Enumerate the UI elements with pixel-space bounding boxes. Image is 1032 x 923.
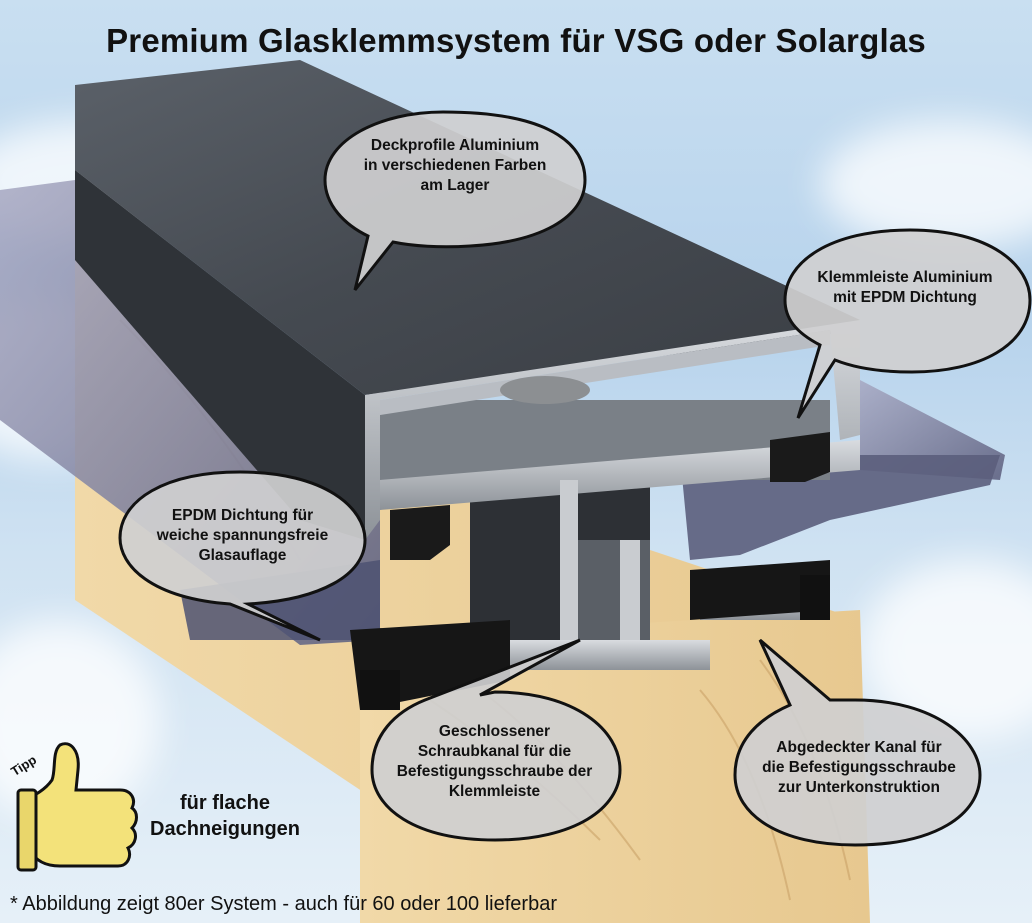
bubble-abgedeckt xyxy=(733,638,982,847)
right-glass-pane xyxy=(680,380,1005,560)
epdm-seals xyxy=(350,432,830,710)
cloud xyxy=(0,620,160,820)
callout-line: am Lager xyxy=(420,177,490,194)
tipp-text: für flache Dachneigungen xyxy=(150,790,300,842)
bubble-deckprofile xyxy=(323,110,587,291)
footnote: * Abbildung zeigt 80er System - auch für… xyxy=(10,893,557,915)
bubble-schraubkanal xyxy=(370,638,622,842)
bubble-klemmleiste xyxy=(783,228,1032,419)
tipp-line: für flache xyxy=(179,792,271,814)
cloud xyxy=(820,120,1032,250)
callout-line: Schraubkanal für die xyxy=(417,743,572,760)
callout-line: in verschiedenen Farben xyxy=(363,157,547,174)
callout-line: weiche spannungsfreie xyxy=(156,527,329,544)
callout-abgedeckt-text: Abgedeckter Kanal für die Befestigungssc… xyxy=(740,738,978,798)
callout-schraubkanal-text: Geschlossener Schraubkanal für die Befes… xyxy=(372,722,617,802)
callout-line: Geschlossener xyxy=(438,723,551,740)
callout-line: Befestigungsschraube der xyxy=(396,763,593,780)
thumbs-up-icon xyxy=(16,742,138,872)
callout-line: Klemmleiste Aluminium xyxy=(817,269,993,286)
callout-line: Glasauflage xyxy=(198,547,287,564)
callout-deckprofile-text: Deckprofile Aluminium in verschiedenen F… xyxy=(330,136,580,196)
callout-line: Deckprofile Aluminium xyxy=(370,137,540,154)
callout-line: die Befestigungsschraube xyxy=(762,759,956,776)
callout-line: Klemmleiste xyxy=(448,783,541,800)
page-title: Premium Glasklemmsystem für VSG oder Sol… xyxy=(106,22,926,59)
callout-epdm-text: EPDM Dichtung für weiche spannungsfreie … xyxy=(125,506,360,566)
callout-bubbles xyxy=(118,110,1032,847)
callout-klemmleiste-text: Klemmleiste Aluminium mit EPDM Dichtung xyxy=(790,268,1020,308)
callout-line: Abgedeckter Kanal für xyxy=(776,739,942,756)
callout-line: mit EPDM Dichtung xyxy=(833,289,977,306)
callout-line: zur Unterkonstruktion xyxy=(778,779,940,796)
callout-line: EPDM Dichtung für xyxy=(171,507,314,524)
tipp-line: Dachneigungen xyxy=(150,818,301,840)
bubble-epdm xyxy=(118,470,367,642)
